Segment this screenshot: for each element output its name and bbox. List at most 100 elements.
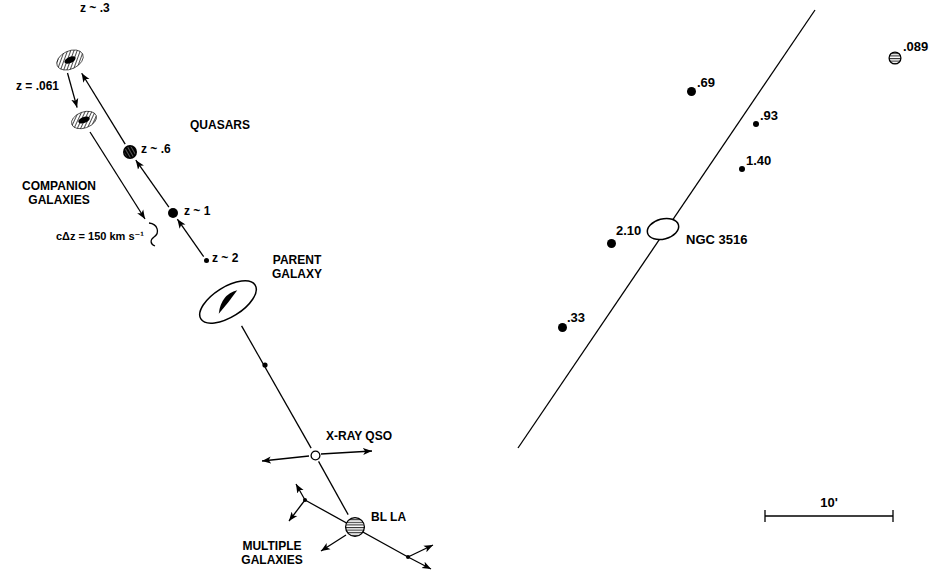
node-shape	[204, 258, 209, 263]
object-label: 2.10	[616, 224, 641, 239]
galaxy-core	[77, 115, 90, 125]
quasar-dot: .33	[558, 323, 567, 332]
object-label: .93	[760, 109, 778, 124]
eject-arrow	[296, 484, 305, 500]
object-label: z ~ 2	[212, 252, 238, 266]
node-shape	[558, 323, 567, 332]
node-shape	[645, 216, 681, 242]
ejection-track	[136, 160, 169, 207]
node-shape	[344, 516, 366, 538]
eject-arrow	[262, 456, 309, 461]
galaxy-hatch	[54, 46, 87, 74]
node-shape	[55, 48, 85, 72]
galaxy-hatch	[69, 108, 99, 132]
shape-group	[889, 52, 901, 64]
quasar-dot	[558, 323, 567, 332]
shape-group	[311, 451, 320, 460]
alignment-line	[518, 10, 815, 448]
cross-line	[305, 500, 408, 557]
shape-group	[54, 46, 87, 74]
curl-symbol	[149, 223, 157, 246]
quasar-dot: .93	[753, 121, 759, 127]
shape-group	[739, 166, 745, 172]
shape-group	[168, 208, 178, 218]
node-shape	[739, 166, 745, 172]
shape-group	[69, 108, 99, 132]
object-label: .33	[567, 311, 585, 326]
ring-ground	[889, 52, 901, 64]
scale-tick	[764, 510, 765, 522]
open-circle	[311, 451, 320, 460]
quasar-dot	[204, 258, 209, 263]
ejected-dot	[303, 498, 307, 502]
node-shape	[70, 109, 98, 131]
node-shape	[168, 208, 178, 218]
group-label: QUASARS	[190, 119, 250, 133]
shape-group	[558, 323, 567, 332]
quasar-dot: 2.10	[607, 239, 616, 248]
ejection-track	[177, 219, 203, 256]
shape-group	[645, 215, 681, 243]
object-label: .69	[697, 76, 715, 91]
galaxy-core	[63, 55, 76, 66]
object-label: z ~ .6	[141, 143, 171, 157]
node-shape	[753, 121, 759, 127]
shape-group	[753, 121, 759, 127]
scale-bar	[765, 515, 893, 516]
node-shape	[607, 239, 616, 248]
quasar-dot	[753, 121, 759, 127]
node-shape	[310, 450, 321, 461]
shape-group	[204, 258, 209, 263]
shape-group	[123, 145, 137, 159]
quasar-dot: z ~ 2	[204, 258, 209, 263]
ejection-track	[82, 73, 125, 144]
galaxy-outline	[645, 215, 681, 243]
sky-field	[518, 10, 893, 522]
object-label: PARENT GALAXY	[266, 254, 328, 282]
hatched-circle	[346, 518, 365, 537]
disk-hatch	[125, 147, 136, 158]
galaxy-mark: .089	[888, 51, 902, 65]
group-label: MULTIPLE GALAXIES	[230, 540, 314, 568]
ejection-sketch	[90, 132, 433, 569]
ejection-track	[67, 73, 77, 108]
small-dots	[262, 362, 410, 559]
quasar-dot	[607, 239, 616, 248]
companion-galaxy: z = .061	[70, 109, 98, 131]
node-shape	[198, 279, 258, 325]
shape-group	[346, 518, 365, 537]
object-label: .089	[903, 40, 928, 55]
object-label: X-RAY QSO	[326, 430, 392, 444]
parent-galaxy: PARENT GALAXY	[198, 279, 258, 325]
eject-arrow	[321, 535, 346, 551]
shape-group	[687, 87, 696, 96]
object-label: BL LA	[371, 511, 406, 525]
object-label: z ~ 1	[184, 205, 210, 219]
bl-lac: BL LA	[344, 516, 366, 538]
quasar-dot	[739, 166, 745, 172]
eject-arrow	[321, 451, 372, 454]
galaxy-ellipse: NGC 3516	[645, 216, 681, 242]
ejection-track	[242, 326, 312, 448]
galaxy-nucleus	[213, 289, 243, 313]
node-shape	[888, 51, 902, 65]
quasar-disk	[123, 145, 137, 159]
ejection-track	[319, 461, 349, 514]
node-shape	[123, 145, 137, 159]
object-label: NGC 3516	[686, 233, 747, 248]
shape-group	[607, 239, 616, 248]
quasar-dot: z ~ 1	[168, 208, 178, 218]
companion-galaxy: z ~ .3	[55, 48, 85, 72]
galaxy-outline	[193, 272, 263, 331]
ring-ground	[346, 518, 365, 537]
eject-arrow	[408, 557, 431, 569]
scale-tick	[892, 510, 893, 522]
ejected-dot	[406, 555, 410, 559]
velocity-note: cΔz = 150 km s⁻¹	[56, 230, 144, 243]
scale-label: 10'	[820, 496, 838, 511]
node-shape	[687, 87, 696, 96]
